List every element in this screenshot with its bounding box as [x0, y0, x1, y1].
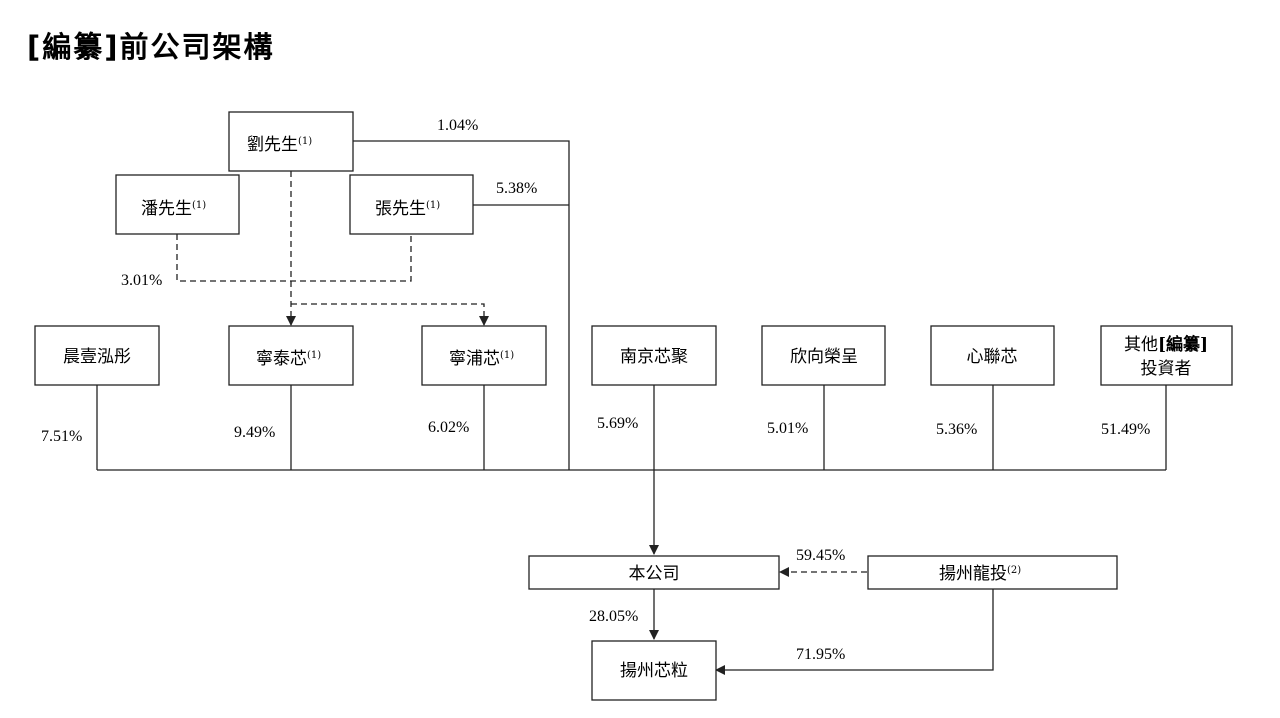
page-title: [編纂]前公司架構: [27, 30, 275, 64]
percentage-labels: 1.04% 5.38% 3.01% 7.51% 9.49% 6.02% 5.69…: [41, 117, 1150, 663]
pct-chenyi: 7.51%: [41, 428, 82, 445]
node-ningtaixin: 寧泰芯(1): [228, 325, 354, 386]
node-company: 本公司: [528, 555, 780, 590]
node-yzxinli: 揚州芯粒: [591, 640, 717, 701]
svg-text:其他[編纂]: 其他[編纂]: [1124, 334, 1208, 355]
node-zhang: 張先生(1): [349, 174, 474, 235]
pct-other: 51.49%: [1101, 421, 1150, 438]
svg-text:劉先生(1): 劉先生(1): [247, 135, 312, 155]
pct-liu-direct: 1.04%: [437, 117, 478, 134]
pct-pan-zhang: 3.01%: [121, 272, 162, 289]
connector-liu-direct: [353, 140, 570, 470]
connector-liu-to-ningpuxin-dashed: [291, 303, 489, 326]
svg-text:寧浦芯(1): 寧浦芯(1): [449, 349, 514, 369]
pct-ningpuxin: 6.02%: [428, 419, 469, 436]
svg-text:張先生(1): 張先生(1): [375, 199, 440, 219]
svg-text:本公司: 本公司: [629, 564, 680, 584]
pct-longtou-company: 59.45%: [796, 547, 845, 564]
node-ningpuxin: 寧浦芯(1): [421, 325, 547, 386]
node-yzlongtou: 揚州龍投(2): [867, 555, 1118, 590]
connector-longtou-to-xinli: [715, 589, 994, 675]
svg-text:寧泰芯(1): 寧泰芯(1): [256, 349, 321, 369]
svg-text:揚州芯粒: 揚州芯粒: [620, 661, 688, 681]
svg-text:投資者: 投資者: [1141, 359, 1192, 379]
pct-xinlian: 5.36%: [936, 421, 977, 438]
svg-text:欣向榮呈: 欣向榮呈: [790, 347, 858, 367]
pct-company-xinli: 28.05%: [589, 608, 638, 625]
node-pan: 潘先生(1): [115, 174, 240, 235]
node-liu: 劉先生(1): [228, 111, 354, 172]
pct-xinxiang: 5.01%: [767, 420, 808, 437]
node-nanjing: 南京芯聚: [591, 325, 717, 386]
svg-text:揚州龍投(2): 揚州龍投(2): [939, 564, 1021, 584]
pct-nanjing: 5.69%: [597, 415, 638, 432]
pct-ningtaixin: 9.49%: [234, 424, 275, 441]
svg-text:潘先生(1): 潘先生(1): [141, 199, 206, 219]
svg-text:晨壹泓彤: 晨壹泓彤: [63, 347, 131, 367]
node-xinlian: 心聯芯: [930, 325, 1055, 386]
svg-text:心聯芯: 心聯芯: [967, 347, 1018, 367]
node-other-investors: 其他[編纂] 投資者: [1100, 325, 1233, 386]
pct-longtou-xinli: 71.95%: [796, 646, 845, 663]
svg-text:南京芯聚: 南京芯聚: [620, 347, 688, 367]
node-chenyi: 晨壹泓彤: [34, 325, 160, 386]
pct-zhang-direct: 5.38%: [496, 180, 537, 197]
connector-pan-zhang-dashed: [176, 234, 412, 282]
connectors: [96, 140, 1167, 675]
node-xinxiang: 欣向榮呈: [761, 325, 886, 386]
